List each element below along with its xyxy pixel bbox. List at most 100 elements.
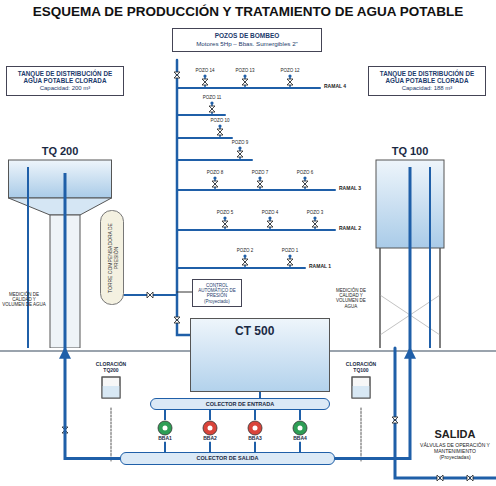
annotation-label: POZO 2 (229, 248, 261, 253)
line-shape (379, 245, 381, 348)
pipe-connector (164, 442, 166, 452)
node-box: CONTROL AUTOMÁTICO DE PRESIÓN (Proyectad… (192, 279, 242, 307)
valve-symbol (202, 79, 208, 85)
rect-shape (102, 386, 120, 398)
pipe-connector (299, 410, 301, 420)
annotation-label: SALIDA (418, 428, 492, 441)
box-heading: POZOS DE BOMBEO (177, 32, 317, 39)
rect-shape (352, 386, 370, 398)
chlorinator-shape (88, 374, 134, 400)
pump-label: BBA2 (199, 436, 221, 442)
pipe-connector (209, 442, 211, 452)
water-tower-shape (8, 145, 112, 348)
node-box: POZOS DE BOMBEOMotores 5Hp – Bbas. Sumer… (172, 28, 322, 52)
well-head (313, 216, 316, 219)
pipe-connector (299, 442, 301, 452)
line-shape (27, 167, 29, 348)
pipe-connector (254, 442, 256, 452)
pipe-connector (254, 410, 256, 420)
pipe-connector (335, 348, 410, 459)
chlorination-label: CLORACIÓN TQ100 (338, 362, 384, 374)
circle-shape (293, 421, 307, 435)
pump-symbol (244, 420, 266, 436)
node-clor: CLORACIÓN TQ100 (338, 362, 384, 400)
valve-symbol (302, 181, 308, 187)
path-shape (361, 408, 362, 461)
valve-symbol (222, 221, 228, 227)
valve-symbol (287, 259, 293, 265)
valves-and-wells (62, 72, 473, 481)
annotation-label: RAMAL 4 (324, 84, 364, 90)
pipes (111, 60, 496, 478)
rect-shape (9, 160, 112, 198)
pump-symbol (154, 420, 176, 436)
path-shape (177, 189, 335, 191)
annotation-label: POZO 7 (244, 170, 276, 175)
path-shape (177, 292, 192, 293)
valve-symbol (174, 72, 180, 78)
diagram-title: ESQUEMA DE PRODUCCIÓN Y TRATAMIENTO DE A… (0, 4, 496, 20)
well-head (243, 254, 246, 257)
valve-symbol (174, 317, 180, 323)
tank-label: TQ 200 (8, 145, 112, 158)
path-shape (177, 114, 225, 116)
annotation-label: POZO 3 (299, 210, 331, 215)
annotation-label: RAMAL 1 (309, 264, 343, 270)
node-torre: TORRE COMPENSADORA DE PRESIÓN (100, 210, 124, 305)
node-pump: BBA4 (289, 420, 311, 442)
valve-symbol (147, 292, 153, 298)
circle-shape (208, 426, 213, 431)
annotation-label: POZO 1 (274, 248, 306, 253)
annotation-label: VÁLVULAS DE OPERACIÓN Y MANTENIMIENTO (P… (418, 443, 492, 460)
well-head (238, 146, 241, 149)
annotation-label: POZO 4 (254, 210, 286, 215)
valve-symbol (242, 259, 248, 265)
annotation-label: POZO 13 (229, 68, 261, 73)
node-box: TANQUE DE DISTRIBUCIÓN DE AGUA POTABLE C… (368, 66, 486, 96)
node-pump: BBA2 (199, 420, 221, 442)
annotation-label: POZO 8 (199, 170, 231, 175)
pipe-connector (209, 410, 211, 420)
path-shape (177, 60, 190, 335)
pump-symbol (289, 420, 311, 436)
tank-label: CT 500 (191, 319, 329, 339)
path-shape (111, 408, 112, 461)
pump-symbol (199, 420, 221, 436)
annotation-label: RAMAL 3 (339, 186, 373, 192)
annotation-label: POZO 11 (196, 95, 228, 100)
annotation-label: POZO 5 (209, 210, 241, 215)
valve-symbol (242, 79, 248, 85)
annotation-label: RAMAL 2 (339, 226, 373, 232)
pump-label: BBA4 (289, 436, 311, 442)
node-band: COLECTOR DE SALIDA (120, 452, 335, 465)
valve-symbol (212, 181, 218, 187)
annotation-label: POZO 14 (189, 68, 221, 73)
circle-shape (253, 426, 258, 431)
annotation-label: POZO 10 (204, 118, 236, 123)
box-text: Capacidad: 188 m³ (373, 85, 481, 92)
node-box: TANQUE DE DISTRIBUCIÓN DE AGUA POTABLE C… (6, 66, 124, 96)
collector-label: COLECTOR DE SALIDA (197, 455, 259, 461)
annotation-label: MEDICIÓN DE CALIDAD Y VOLUMEN DE AGUA (330, 288, 372, 309)
path-shape (9, 198, 112, 215)
well-head (288, 254, 291, 257)
well-head (203, 74, 206, 77)
valve-symbol (392, 417, 398, 423)
annotation-label: MEDICIÓN DE CALIDAD Y VOLUMEN DE AGUA (2, 292, 46, 308)
valve-symbol (467, 475, 473, 481)
annotation-label: POZO 12 (274, 68, 306, 73)
annotation-label: POZO 9 (224, 140, 256, 145)
path-shape (177, 87, 320, 89)
rect-shape (352, 377, 370, 398)
well-head (268, 216, 271, 219)
valve-symbol (217, 129, 223, 135)
well-head (210, 101, 213, 104)
node-tq100: TQ 100 (372, 145, 448, 348)
tank-label: TQ 100 (372, 145, 448, 158)
circle-shape (298, 426, 303, 431)
vertical-label: TORRE COMPENSADORA DE PRESIÓN (106, 216, 118, 299)
line-shape (429, 167, 431, 348)
well-head (213, 176, 216, 179)
